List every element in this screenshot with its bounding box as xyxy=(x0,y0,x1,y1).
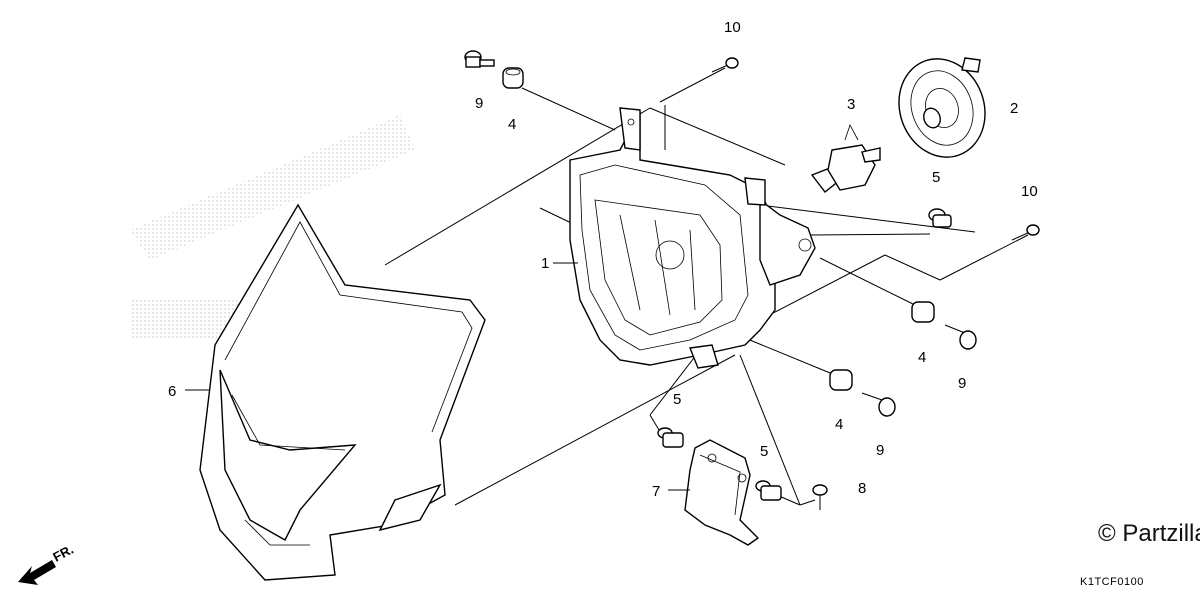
bolt-top xyxy=(464,50,495,68)
dust-cover xyxy=(898,57,986,158)
grommet-top xyxy=(502,67,524,89)
collar-left xyxy=(657,427,684,448)
callout-10-top: 10 xyxy=(724,19,741,36)
callout-4-middle: 4 xyxy=(835,416,843,433)
bolt-right xyxy=(944,324,977,350)
callout-5-right: 5 xyxy=(932,169,940,186)
collar-right xyxy=(928,208,952,228)
screw-top xyxy=(711,57,739,73)
front-direction-arrow: FR. xyxy=(18,542,76,585)
bolt-middle xyxy=(861,392,896,417)
direction-label: FR. xyxy=(50,542,76,565)
callout-10-right: 10 xyxy=(1021,183,1038,200)
callout-leaders xyxy=(185,262,690,491)
screw-bottom xyxy=(812,484,828,510)
callout-7: 7 xyxy=(652,483,660,500)
bulb xyxy=(810,123,881,193)
headlight-visor xyxy=(199,203,486,581)
callout-2: 2 xyxy=(1010,100,1018,117)
callout-1: 1 xyxy=(541,255,549,272)
diagram-code: K1TCF0100 xyxy=(1080,576,1144,588)
callout-9-middle: 9 xyxy=(876,442,884,459)
grommet-middle xyxy=(829,369,853,391)
callout-5-bottom: 5 xyxy=(760,443,768,460)
callout-4-right: 4 xyxy=(918,349,926,366)
callout-9-top: 9 xyxy=(475,95,483,112)
collar-bottom xyxy=(755,480,782,501)
callout-3: 3 xyxy=(847,96,855,113)
bracket xyxy=(684,439,760,546)
hardware-parts xyxy=(464,50,1040,510)
headlight-assembly xyxy=(569,107,816,369)
callout-6: 6 xyxy=(168,383,176,400)
watermark-text: © Partzilla xyxy=(1098,520,1200,547)
callout-5-left: 5 xyxy=(673,391,681,408)
callout-8: 8 xyxy=(858,480,866,497)
reference-lines xyxy=(384,67,1029,506)
screw-right xyxy=(1011,224,1040,241)
callout-9-right: 9 xyxy=(958,375,966,392)
callout-4-top: 4 xyxy=(508,116,516,133)
grommet-right xyxy=(911,301,935,323)
